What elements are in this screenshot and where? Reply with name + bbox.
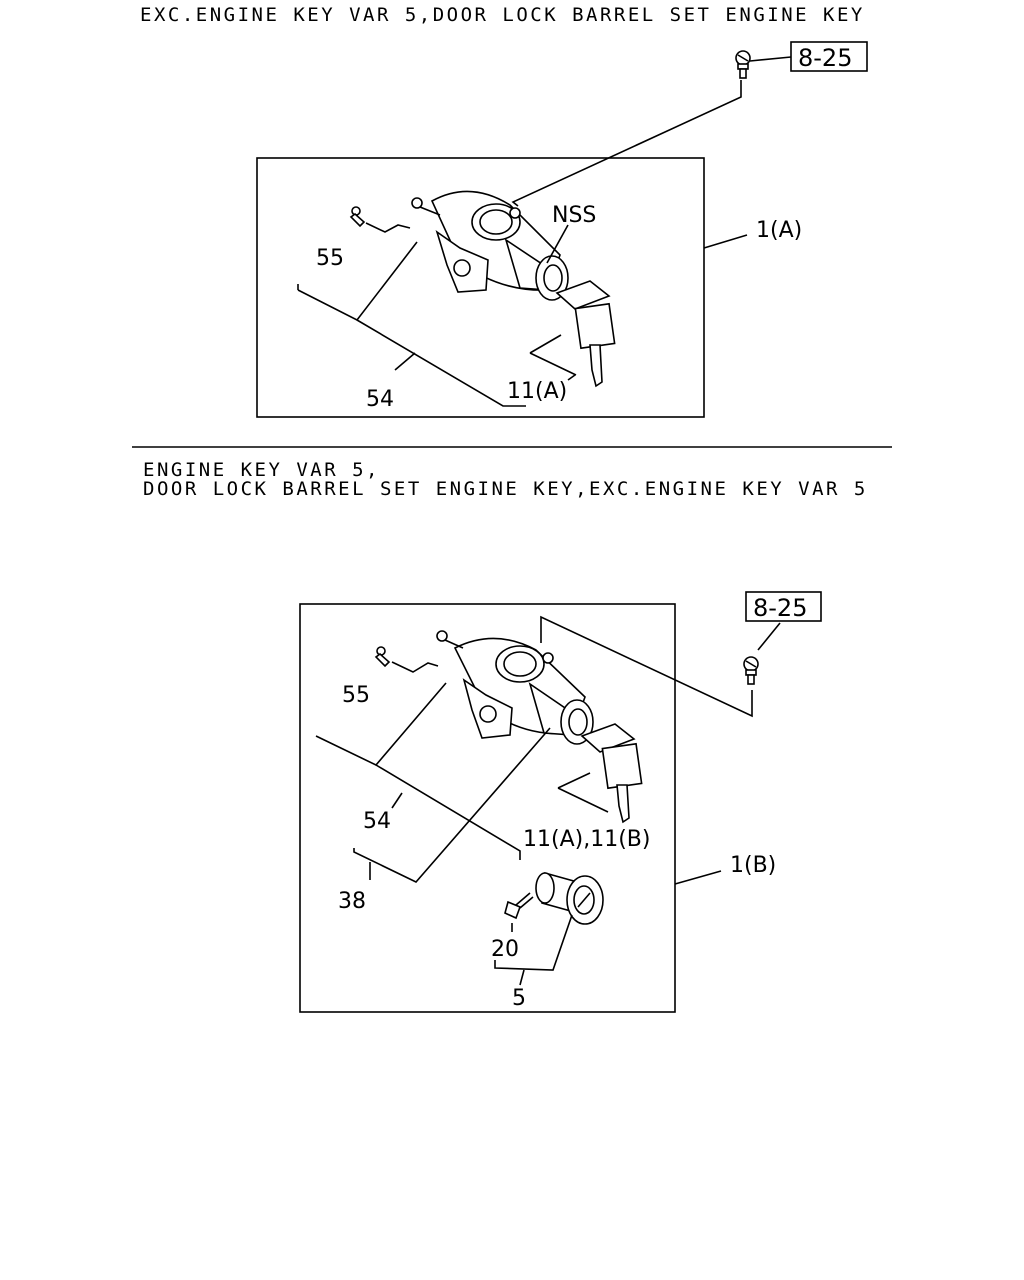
ref-box-b[interactable] xyxy=(745,591,822,622)
section-b-caption-line-2: DOOR LOCK BARREL SET ENGINE KEY,EXC.ENGI… xyxy=(143,478,868,500)
ref-box-a-label: 8-25 xyxy=(798,44,852,72)
key-icon xyxy=(580,723,643,824)
callout-11-b: 11(A),11(B) xyxy=(523,827,650,852)
callout-5: 5 xyxy=(512,986,526,1011)
callout-38: 38 xyxy=(338,889,366,914)
callout-55-b: 55 xyxy=(342,683,370,708)
screw-icon xyxy=(743,656,759,685)
ref-box-a[interactable] xyxy=(790,41,868,72)
assembly-label-b: 1(B) xyxy=(730,853,776,878)
ignition-switch-b xyxy=(436,630,594,745)
callout-nss: NSS xyxy=(552,203,596,228)
callout-55-a: 55 xyxy=(316,246,344,271)
callout-11-a: 11(A) xyxy=(507,379,567,404)
section-a: 8-25 1(A) xyxy=(256,41,868,418)
assembly-frame-a xyxy=(256,157,705,418)
callout-20: 20 xyxy=(491,937,519,962)
door-lock-barrel xyxy=(535,871,604,925)
clip-icon xyxy=(504,892,534,920)
assembly-label-a: 1(A) xyxy=(756,218,802,243)
screw-icon xyxy=(735,50,751,79)
section-b: 8-25 1(B) xyxy=(299,591,822,1013)
ref-box-b-label: 8-25 xyxy=(753,594,807,622)
callout-54-b: 54 xyxy=(363,809,391,834)
section-b-caption-line-1: ENGINE KEY VAR 5, xyxy=(143,459,380,481)
key-icon xyxy=(555,280,616,388)
ignition-switch-a xyxy=(411,190,569,301)
small-screw-icon xyxy=(349,206,366,228)
small-screw-icon xyxy=(374,646,391,668)
assembly-frame-b xyxy=(299,603,676,1013)
section-a-caption: EXC.ENGINE KEY VAR 5,DOOR LOCK BARREL SE… xyxy=(140,4,865,26)
callout-54-a: 54 xyxy=(366,387,394,412)
